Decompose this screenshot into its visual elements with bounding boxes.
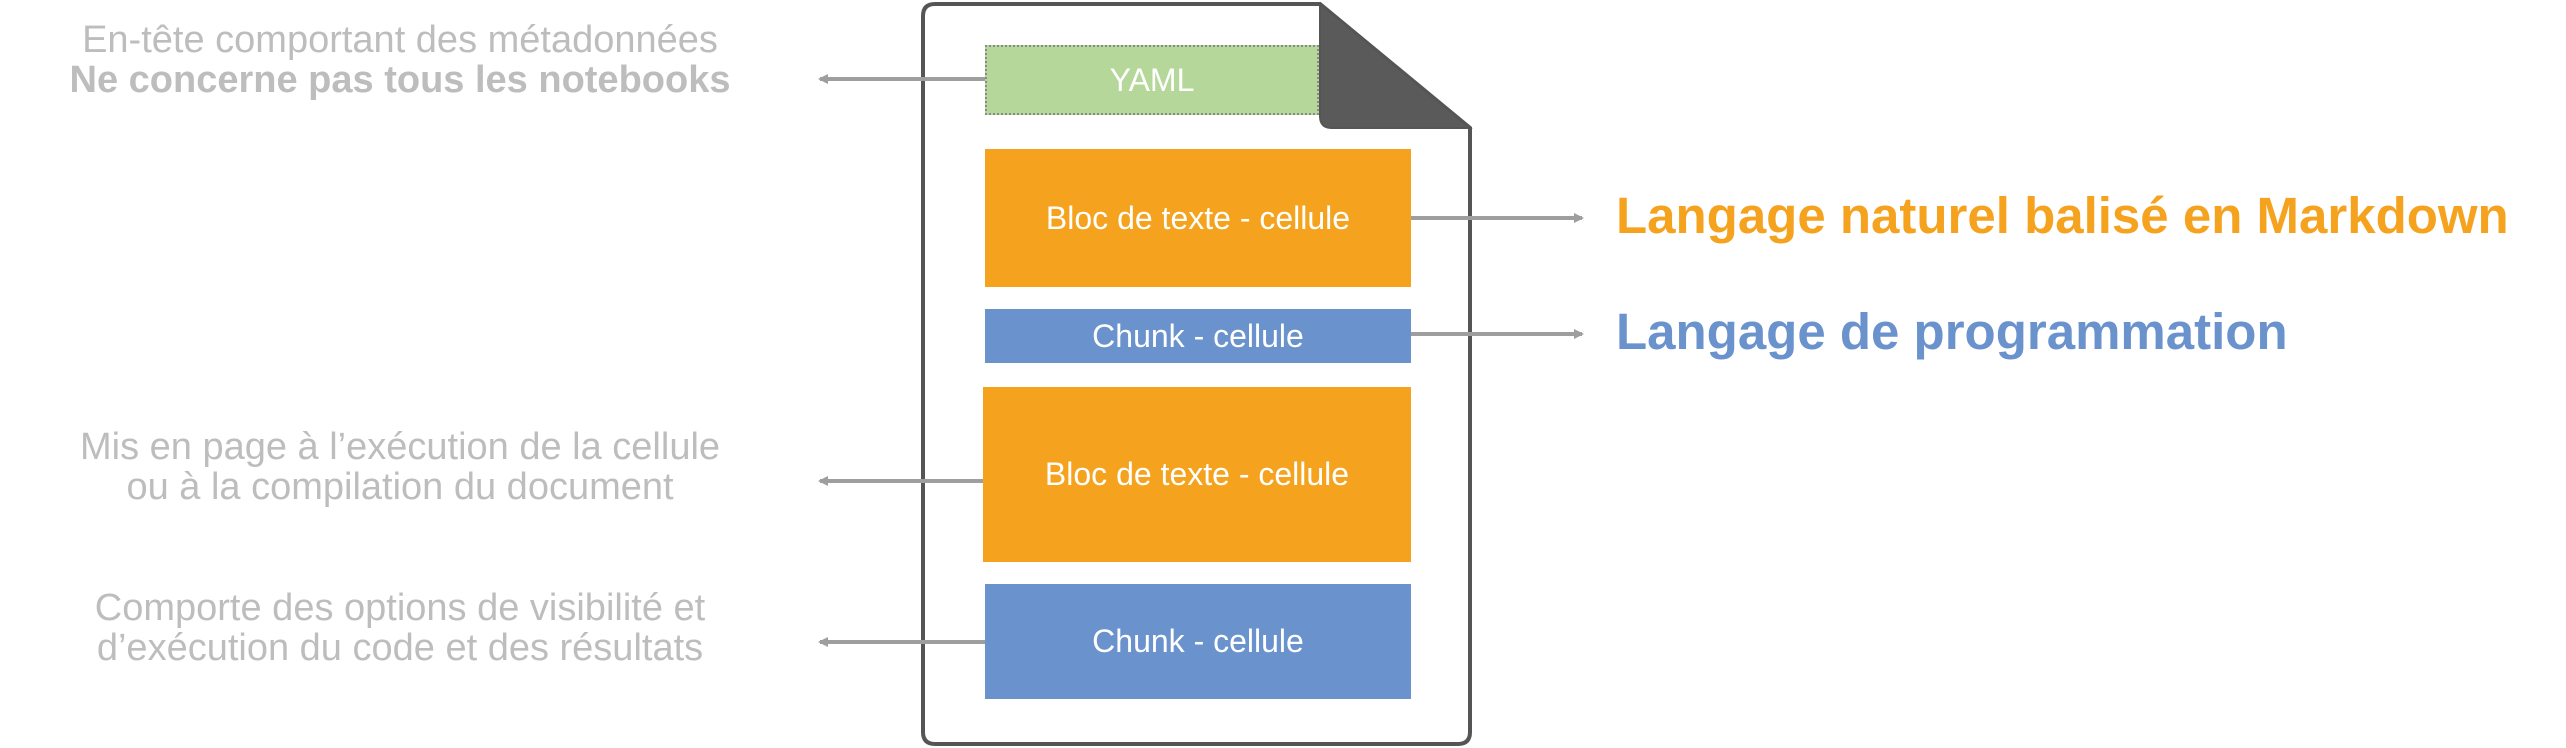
yaml-label: YAML	[1109, 61, 1195, 98]
chunk-cell-2-label: Chunk - cellule	[1092, 623, 1304, 659]
markdown-language-label: Langage naturel balisé en Markdown	[1616, 187, 2509, 244]
annotation-yaml-line2: Ne concerne pas tous les notebooks	[69, 59, 731, 101]
text-cell-2-label: Bloc de texte - cellule	[1044, 456, 1350, 492]
annotation-chunk-cell-line1: Comporte des options de visibilité et	[94, 587, 706, 629]
chunk-cell-1-label: Chunk - cellule	[1092, 317, 1304, 354]
chunk-cell-1: Chunk - cellule	[985, 309, 1411, 363]
document-fold	[1319, 1, 1473, 129]
annotation-yaml: En-tête comportant des métadonnées Ne co…	[0, 20, 800, 100]
chunk-cell-2: Chunk - cellule	[985, 584, 1411, 699]
text-cell-1: Bloc de texte - cellule	[985, 149, 1411, 287]
yaml-header-block: YAML	[985, 45, 1319, 115]
annotation-text-cell: Mis en page à l’exécution de la cellule …	[0, 427, 800, 507]
programming-language-label: Langage de programmation	[1616, 303, 2288, 360]
annotation-text-cell-line2: ou à la compilation du document	[126, 466, 674, 508]
annotation-chunk-cell: Comporte des options de visibilité et d’…	[0, 588, 800, 668]
annotation-yaml-line1: En-tête comportant des métadonnées	[82, 19, 718, 61]
text-cell-2: Bloc de texte - cellule	[983, 387, 1411, 562]
text-cell-1-label: Bloc de texte - cellule	[1045, 199, 1351, 236]
annotation-chunk-cell-line2: d’exécution du code et des résultats	[96, 627, 704, 669]
annotation-text-cell-line1: Mis en page à l’exécution de la cellule	[79, 426, 721, 468]
